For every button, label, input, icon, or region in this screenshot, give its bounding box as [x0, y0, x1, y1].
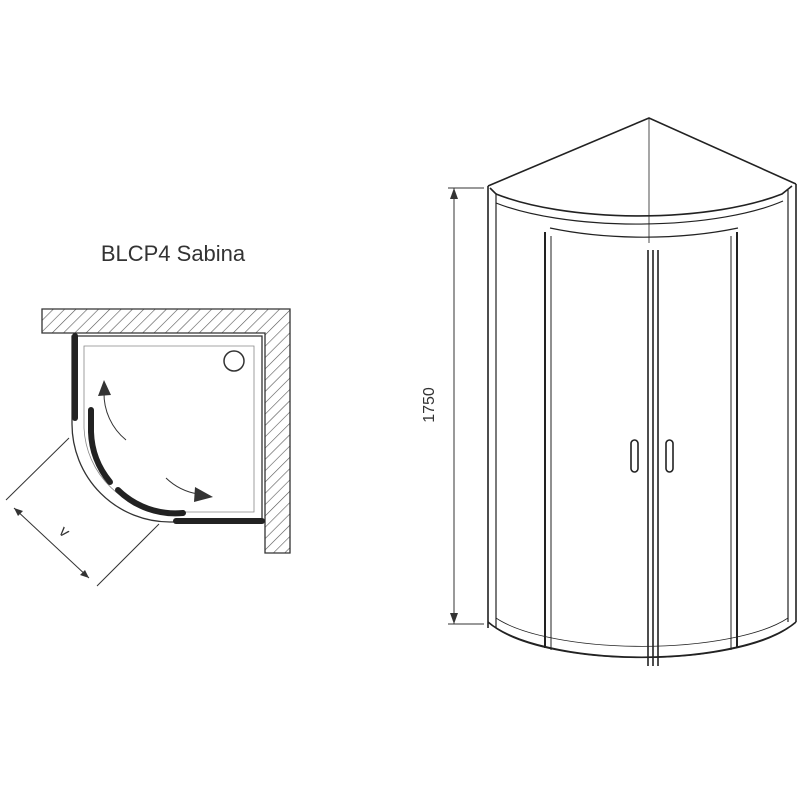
width-dimension [5, 437, 160, 587]
bottom-rail-outer [487, 621, 797, 659]
sliding-door-left [88, 407, 113, 485]
top-rail-curve [549, 227, 739, 238]
wall-hatch [41, 308, 291, 554]
slide-arrow-right [165, 477, 213, 502]
arrow-icon [194, 487, 213, 502]
width-dimension-label: v [55, 523, 72, 541]
sliding-door-right [115, 487, 186, 517]
bottom-rail-inner [495, 627, 789, 659]
height-dimension [448, 187, 484, 625]
door-handle-icon [665, 439, 674, 473]
slide-arrow-up [98, 380, 127, 441]
floor-plan: v [5, 308, 291, 587]
top-front-rail [489, 185, 793, 217]
model-title: BLCP4 Sabina [101, 241, 246, 266]
shower-enclosure-3d [487, 117, 797, 666]
top-rail-inner [495, 200, 784, 225]
bottom-rail-top [495, 617, 789, 647]
door-handle-icon [630, 439, 639, 473]
shower-tray [71, 335, 263, 523]
drain-icon [223, 350, 245, 372]
arrow-icon [98, 380, 111, 396]
top-back-edges [487, 117, 797, 187]
shower-tray-inner [83, 345, 255, 513]
height-dimension-label: 1750 [421, 387, 438, 423]
